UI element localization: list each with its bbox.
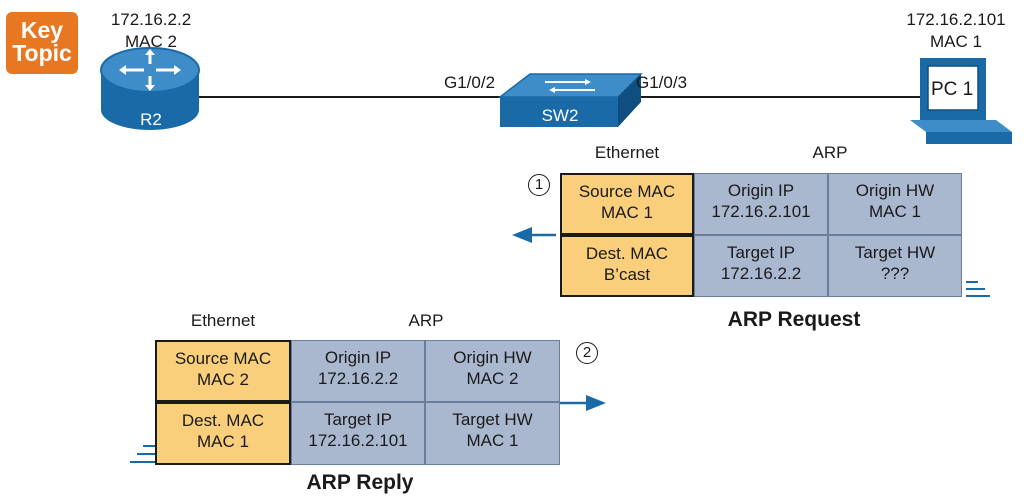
field-name: Source MAC (174, 349, 272, 368)
port-left-label: G1/0/2 (444, 73, 496, 92)
reply-ethernet-header: Ethernet (190, 311, 256, 330)
request-arp-header: ARP (812, 143, 848, 162)
field-value: 172.16.2.101 (711, 202, 811, 221)
pc-icon (910, 58, 1012, 144)
pc-mac: MAC 1 (930, 32, 982, 51)
pc-ip: 172.16.2.101 (906, 10, 1006, 29)
reply-arp-header: ARP (408, 311, 444, 330)
router-ip: 172.16.2.2 (110, 10, 192, 29)
field-value: B’cast (603, 265, 651, 284)
reply-source-mac: Source MAC MAC 2 (155, 340, 291, 402)
key-topic-badge: Key Topic (6, 12, 78, 74)
field-name: Origin IP (727, 181, 795, 200)
request-step-number: 1 (528, 174, 550, 196)
request-source-mac: Source MAC MAC 1 (560, 173, 694, 235)
badge-line1: Key (20, 17, 64, 43)
request-dest-mac: Dest. MAC B’cast (560, 235, 694, 297)
field-value: MAC 1 (197, 432, 249, 451)
field-value: 172.16.2.2 (317, 369, 399, 388)
field-value: 172.16.2.101 (308, 431, 408, 450)
field-value: 172.16.2.2 (720, 264, 802, 283)
reply-title: ARP Reply (306, 471, 414, 494)
field-value: MAC 1 (601, 203, 653, 222)
reply-origin-ip: Origin IP 172.16.2.2 (291, 340, 425, 402)
field-value: MAC 2 (466, 369, 519, 388)
request-origin-hw: Origin HW MAC 1 (828, 173, 962, 235)
field-name: Target IP (726, 243, 796, 262)
field-value: MAC 2 (197, 370, 249, 389)
field-name: Origin HW (453, 348, 532, 367)
router-label: R2 (140, 110, 162, 129)
badge-line2: Topic (12, 40, 72, 66)
port-right-label: G1/0/3 (636, 73, 688, 92)
router-icon (100, 47, 200, 130)
request-ethernet-header: Ethernet (594, 143, 660, 162)
field-value: MAC 1 (466, 431, 519, 450)
field-name: Origin HW (855, 181, 935, 200)
request-arrow (512, 227, 556, 243)
switch-label: SW2 (541, 106, 579, 125)
request-target-ip: Target IP 172.16.2.2 (694, 235, 828, 297)
switch-icon (497, 73, 643, 127)
router-mac: MAC 2 (125, 32, 177, 51)
field-name: Target IP (323, 410, 393, 429)
reply-target-hw: Target HW MAC 1 (425, 402, 560, 465)
field-name: Source MAC (578, 182, 676, 201)
pc-label: PC 1 (931, 79, 974, 100)
reply-target-ip: Target IP 172.16.2.101 (291, 402, 425, 465)
field-name: Target HW (854, 243, 936, 262)
field-name: Origin IP (324, 348, 392, 367)
field-name: Target HW (452, 410, 533, 429)
reply-step-number: 2 (576, 342, 598, 364)
request-origin-ip: Origin IP 172.16.2.101 (694, 173, 828, 235)
request-title: ARP Request (727, 308, 861, 331)
field-name: Dest. MAC (585, 244, 669, 263)
reply-stack-marks (130, 445, 155, 463)
request-target-hw: Target HW ??? (828, 235, 962, 297)
reply-arrow (560, 395, 606, 411)
field-value: ??? (880, 264, 910, 283)
reply-dest-mac: Dest. MAC MAC 1 (155, 402, 291, 465)
field-name: Dest. MAC (181, 411, 265, 430)
request-stack-marks (966, 281, 990, 297)
field-value: MAC 1 (869, 202, 921, 221)
reply-origin-hw: Origin HW MAC 2 (425, 340, 560, 402)
